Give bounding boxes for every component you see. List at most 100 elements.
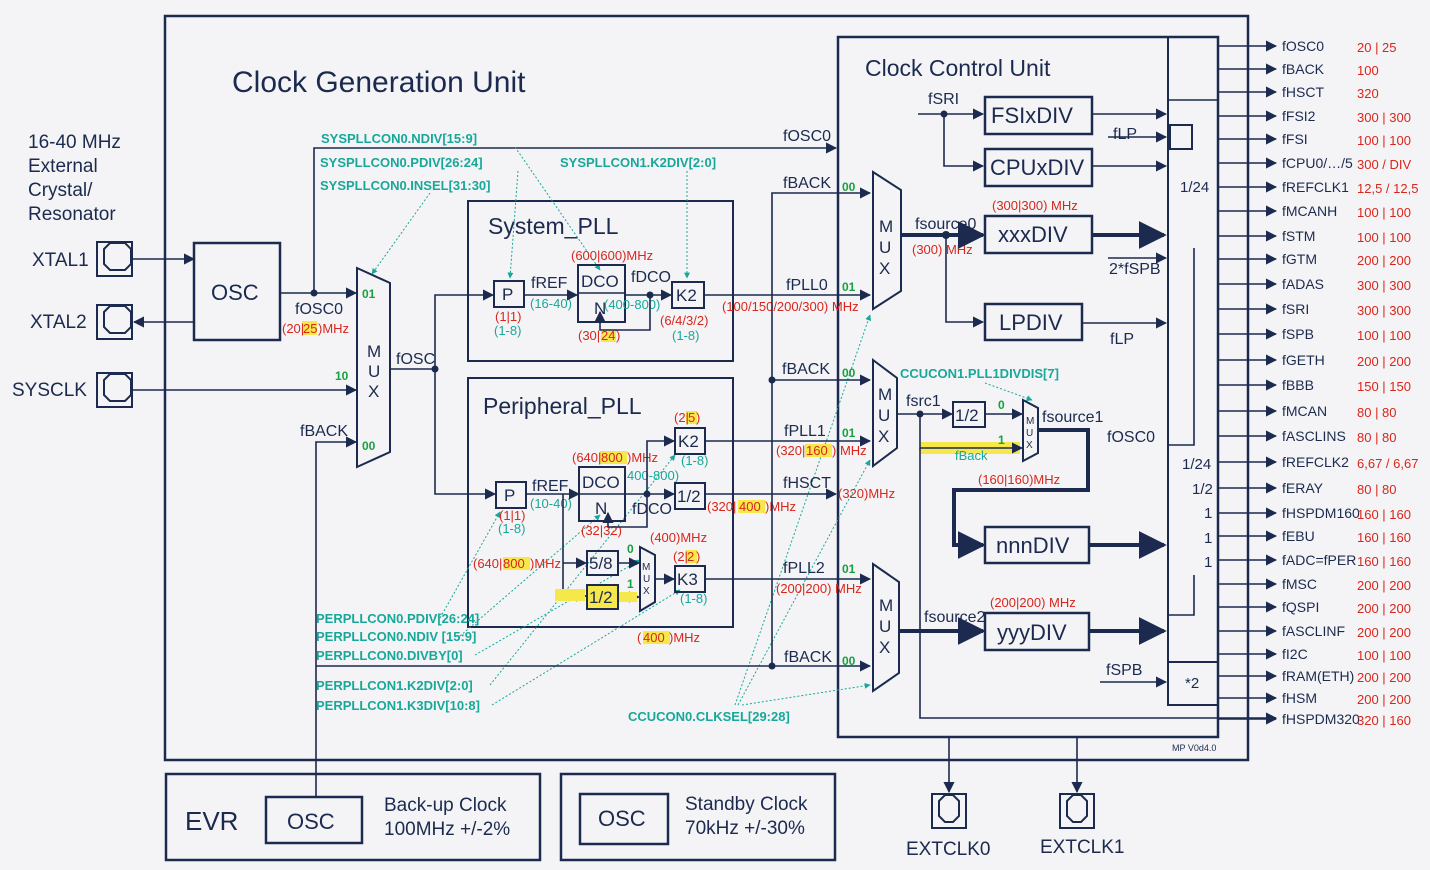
per-p-label: P bbox=[504, 486, 515, 505]
output-freq-8: 100 | 100 bbox=[1357, 230, 1411, 245]
per-mux bbox=[639, 545, 656, 613]
output-name-13: fGETH bbox=[1282, 352, 1325, 368]
osc-block bbox=[192, 241, 282, 342]
output-freq-1: 100 bbox=[1357, 63, 1379, 78]
per-div12-label: 1/2 bbox=[589, 588, 613, 607]
standby-desc-1: Standby Clock bbox=[685, 794, 808, 815]
output-name-5: fCPU0/…/5 bbox=[1282, 155, 1353, 171]
standby-osc-block bbox=[578, 792, 670, 846]
input-mux bbox=[356, 266, 391, 469]
output-freq-6: 12,5 / 12,5 bbox=[1357, 181, 1418, 196]
per-div58-label: 5/8 bbox=[589, 554, 613, 573]
fback-sig-1: fBACK bbox=[783, 175, 831, 192]
per-dco-label: DCO bbox=[582, 473, 620, 492]
output-freq-0: 20 | 25 bbox=[1357, 40, 1397, 55]
reg-clksel: CCUCON0.CLKSEL[29:28] bbox=[628, 709, 790, 724]
per-dco-freq-b: 800 bbox=[601, 450, 623, 465]
input-mux-m: M bbox=[367, 342, 381, 361]
sys-k2-range: (1-8) bbox=[672, 328, 699, 343]
flp-latch bbox=[1169, 124, 1193, 150]
sysclk-label: SYSCLK bbox=[12, 380, 87, 401]
output-freq-26: 200 | 200 bbox=[1357, 670, 1411, 685]
fsrc1-signal: fsrc1 bbox=[906, 393, 941, 410]
output-name-22: fMSC bbox=[1282, 576, 1317, 592]
output-name-3: fFSI2 bbox=[1282, 108, 1316, 124]
output-freq-27: 200 | 200 bbox=[1357, 692, 1411, 707]
fsixdiv-block bbox=[983, 95, 1094, 136]
lpdiv-label: LPDIV bbox=[999, 310, 1063, 335]
output-freq-2: 320 bbox=[1357, 86, 1379, 101]
output-name-10: fADAS bbox=[1282, 276, 1324, 292]
ccu-mux2-m: M bbox=[879, 596, 893, 615]
nnndiv-label: nnnDIV bbox=[996, 533, 1070, 558]
output-freq-21: 160 | 160 bbox=[1357, 554, 1411, 569]
output-name-25: fI2C bbox=[1282, 646, 1308, 662]
sys-p-range: (1|1) bbox=[495, 309, 522, 324]
fback-sig-3: fBACK bbox=[784, 649, 832, 666]
extclk0-label: EXTCLK0 bbox=[906, 839, 990, 860]
ccu-mux0-m: M bbox=[879, 217, 893, 236]
ccu-small-mux-m: M bbox=[1026, 416, 1034, 427]
output-name-14: fBBB bbox=[1282, 377, 1314, 393]
output-freq-17: 6,67 / 6,67 bbox=[1357, 456, 1418, 471]
ccu-mux1-x: X bbox=[878, 427, 889, 446]
sysclk-pin bbox=[96, 372, 133, 408]
output-name-15: fMCAN bbox=[1282, 403, 1327, 419]
sys-k2-label: K2 bbox=[676, 286, 697, 305]
fosc-signal: fOSC bbox=[396, 351, 435, 368]
per-fref-range: (10-40) bbox=[530, 496, 572, 511]
per-k3-label: K3 bbox=[677, 570, 698, 589]
version-label: MP V0d4.0 bbox=[1172, 743, 1216, 753]
evr-frame bbox=[164, 772, 542, 862]
output-name-7: fMCANH bbox=[1282, 203, 1337, 219]
output-name-24: fASCLINF bbox=[1282, 623, 1345, 639]
col-label-3: 1/2 bbox=[1192, 481, 1213, 498]
fsource0-freq: (300) MHz bbox=[912, 242, 973, 257]
output-freq-10: 300 | 300 bbox=[1357, 278, 1411, 293]
fsri-signal: fSRI bbox=[928, 91, 959, 108]
ccu-mux1-sel01: 01 bbox=[842, 426, 856, 440]
ccu-mux1-u: U bbox=[878, 406, 890, 425]
output-name-19: fHSPDM160 bbox=[1282, 505, 1360, 521]
per-k3-val-a: (2| bbox=[673, 549, 688, 564]
per-mux-out: (400)MHz bbox=[650, 530, 707, 545]
crystal-line-1: 16-40 MHz bbox=[28, 132, 121, 153]
input-mux-u: U bbox=[368, 362, 380, 381]
output-name-2: fHSCT bbox=[1282, 84, 1324, 100]
peripheral-pll-frame bbox=[467, 377, 734, 628]
col-label-4: 1 bbox=[1204, 505, 1212, 522]
per-mux-low-b: 400 bbox=[643, 630, 665, 645]
ccu-mux2-x: X bbox=[879, 638, 890, 657]
output-name-9: fGTM bbox=[1282, 251, 1317, 267]
per-p-range2: (1-8) bbox=[498, 521, 525, 536]
reg-pdiv: SYSPLLCON0.PDIV[26:24] bbox=[320, 155, 483, 170]
reg-insel: SYSPLLCON0.INSEL[31:30] bbox=[320, 178, 491, 193]
lpdiv-block bbox=[983, 302, 1084, 342]
extclk1-pin bbox=[1059, 793, 1095, 829]
output-freq-22: 200 | 200 bbox=[1357, 578, 1411, 593]
output-name-8: fSTM bbox=[1282, 228, 1315, 244]
xxxdiv-label: xxxDIV bbox=[998, 222, 1068, 247]
xtal1-label: XTAL1 bbox=[32, 250, 89, 271]
ccu-mux-1 bbox=[872, 358, 898, 468]
evr-title: EVR bbox=[185, 806, 238, 836]
ccu-mux1-sel00: 00 bbox=[842, 366, 856, 380]
output-freq-28: 320 | 160 bbox=[1357, 713, 1411, 728]
output-freq-5: 300 / DIV bbox=[1357, 157, 1412, 172]
fback-left-signal: fBACK bbox=[300, 423, 348, 440]
fpll1-freq-b: 160 bbox=[806, 443, 828, 458]
fspb-signal: fSPB bbox=[1106, 662, 1142, 679]
ccu-half-label: 1/2 bbox=[955, 406, 979, 425]
nnn-freq: (160|160)MHz bbox=[978, 472, 1060, 487]
mux-sel-01: 01 bbox=[362, 287, 376, 301]
mux-sel-00: 00 bbox=[362, 439, 376, 453]
crystal-line-2: External bbox=[28, 156, 98, 177]
output-freq-14: 150 | 150 bbox=[1357, 379, 1411, 394]
fosc0-freq-b: 25 bbox=[303, 321, 317, 336]
sys-fref: fREF bbox=[531, 275, 568, 292]
output-name-12: fSPB bbox=[1282, 326, 1314, 342]
fsixdiv-label: FSIxDIV bbox=[991, 103, 1073, 128]
per-k2-label: K2 bbox=[678, 432, 699, 451]
per-k2-range: (1-8) bbox=[681, 453, 708, 468]
